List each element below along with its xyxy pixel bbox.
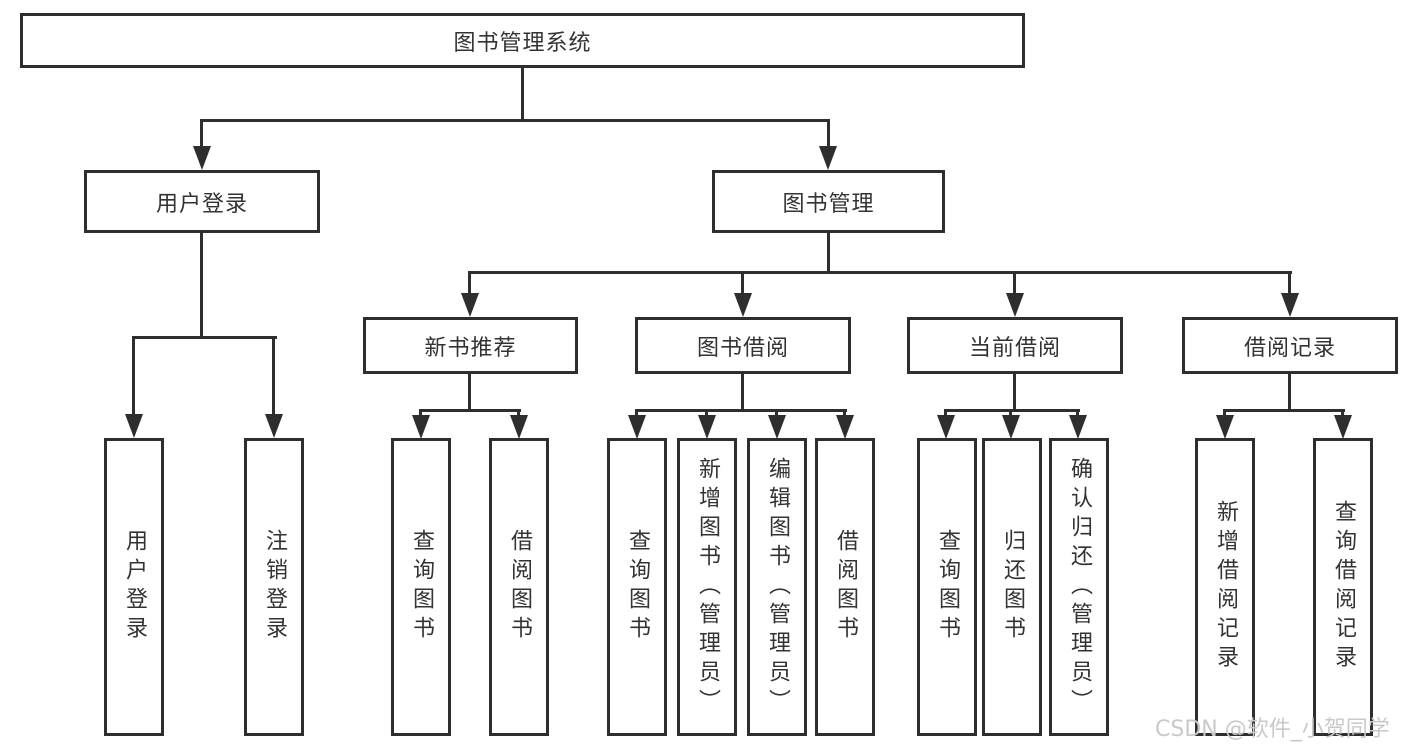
connector-borrow-records-rail	[1223, 409, 1345, 412]
leaf-label: 查询借阅记录	[1331, 500, 1356, 674]
leaf-label: 查询图书	[625, 529, 650, 645]
arrow-down-icon	[1216, 415, 1234, 439]
connector-stem	[775, 409, 778, 418]
connector-new-book-trunk	[468, 374, 471, 412]
leaf-add-books-admin: 新增图书（管理员）	[677, 438, 737, 736]
connector-current-borrow-rail	[944, 409, 1080, 412]
leaf-label: 新增图书（管理员）	[695, 456, 720, 718]
connector-stem	[705, 409, 708, 418]
connector-book-trunk	[827, 233, 830, 274]
connector-stem-leaf-logout	[272, 336, 275, 416]
arrow-down-icon	[265, 414, 283, 438]
connector-stem	[1223, 409, 1226, 418]
leaf-user-login: 用户登录	[104, 438, 164, 736]
node-library-management-system: 图书管理系统	[20, 13, 1025, 68]
arrow-down-icon	[1069, 415, 1087, 439]
connector-stem-book-management	[827, 119, 830, 149]
connector-stem	[517, 409, 520, 418]
connector-user-trunk	[200, 233, 203, 339]
leaf-label: 借阅图书	[507, 529, 532, 645]
connector-user-rail	[133, 336, 277, 339]
leaf-label: 归还图书	[1000, 529, 1025, 645]
arrow-down-icon	[628, 415, 646, 439]
leaf-edit-books-admin: 编辑图书（管理员）	[747, 438, 807, 736]
leaf-label: 编辑图书（管理员）	[765, 456, 790, 718]
node-new-book-recommendation: 新书推荐	[363, 317, 578, 374]
connector-stem	[1009, 409, 1012, 418]
leaf-add-borrow-record: 新增借阅记录	[1195, 438, 1255, 736]
connector-level3-rail	[468, 271, 1292, 274]
arrow-down-icon	[937, 415, 955, 439]
connector-stem	[419, 409, 422, 418]
connector-book-borrow-rail	[635, 409, 847, 412]
arrow-down-icon	[768, 415, 786, 439]
connector-stem	[635, 409, 638, 418]
connector-stem-user-login	[200, 119, 203, 149]
leaf-label: 查询图书	[935, 529, 960, 645]
arrow-down-icon	[412, 415, 430, 439]
node-borrowing-records: 借阅记录	[1182, 317, 1398, 374]
leaf-logout: 注销登录	[244, 438, 304, 736]
connector-stem-leaf-user-login	[132, 336, 135, 416]
connector-stem	[843, 409, 846, 418]
leaf-borrow-books-newbook: 借阅图书	[489, 438, 549, 736]
leaf-return-books: 归还图书	[982, 438, 1042, 736]
connector-stem	[944, 409, 947, 418]
connector-borrow-records-trunk	[1288, 374, 1291, 412]
leaf-borrow-books: 借阅图书	[815, 438, 875, 736]
node-current-borrowing: 当前借阅	[907, 317, 1123, 374]
connector-new-book-rail	[419, 409, 521, 412]
connector-stem	[1076, 409, 1079, 418]
leaf-label: 确认归还（管理员）	[1067, 456, 1092, 718]
connector-current-borrow-trunk	[1013, 374, 1016, 412]
arrow-down-icon	[193, 146, 211, 170]
arrow-down-icon	[1006, 293, 1024, 317]
connector-stem-book-borrow	[741, 271, 744, 296]
arrow-down-icon	[734, 293, 752, 317]
connector-level1-rail	[200, 119, 829, 122]
connector-stem-current-borrow	[1013, 271, 1016, 296]
node-book-management: 图书管理	[712, 170, 945, 233]
leaf-query-books-newbook: 查询图书	[391, 438, 451, 736]
arrow-down-icon	[125, 414, 143, 438]
arrow-down-icon	[510, 415, 528, 439]
leaf-query-books-current: 查询图书	[917, 438, 977, 736]
leaf-query-books-borrow: 查询图书	[607, 438, 667, 736]
arrow-down-icon	[1334, 415, 1352, 439]
connector-stem-borrow-records	[1288, 271, 1291, 296]
connector-stem-new-book	[468, 271, 471, 296]
arrow-down-icon	[461, 293, 479, 317]
leaf-label: 用户登录	[122, 529, 147, 645]
leaf-label: 新增借阅记录	[1213, 500, 1238, 674]
node-book-borrowing: 图书借阅	[635, 317, 851, 374]
node-user-login-branch: 用户登录	[84, 170, 320, 233]
leaf-label: 查询图书	[409, 529, 434, 645]
arrow-down-icon	[698, 415, 716, 439]
arrow-down-icon	[1002, 415, 1020, 439]
csdn-watermark: CSDN @软件_小贺同学	[1155, 717, 1390, 742]
connector-book-borrow-trunk	[741, 374, 744, 412]
connector-root-trunk	[521, 68, 524, 120]
arrow-down-icon	[1281, 293, 1299, 317]
arrow-down-icon	[836, 415, 854, 439]
connector-stem	[1341, 409, 1344, 418]
leaf-label: 借阅图书	[833, 529, 858, 645]
leaf-query-borrow-record: 查询借阅记录	[1313, 438, 1373, 736]
arrow-down-icon	[819, 146, 837, 170]
leaf-confirm-return-admin: 确认归还（管理员）	[1049, 438, 1109, 736]
leaf-label: 注销登录	[262, 529, 287, 645]
